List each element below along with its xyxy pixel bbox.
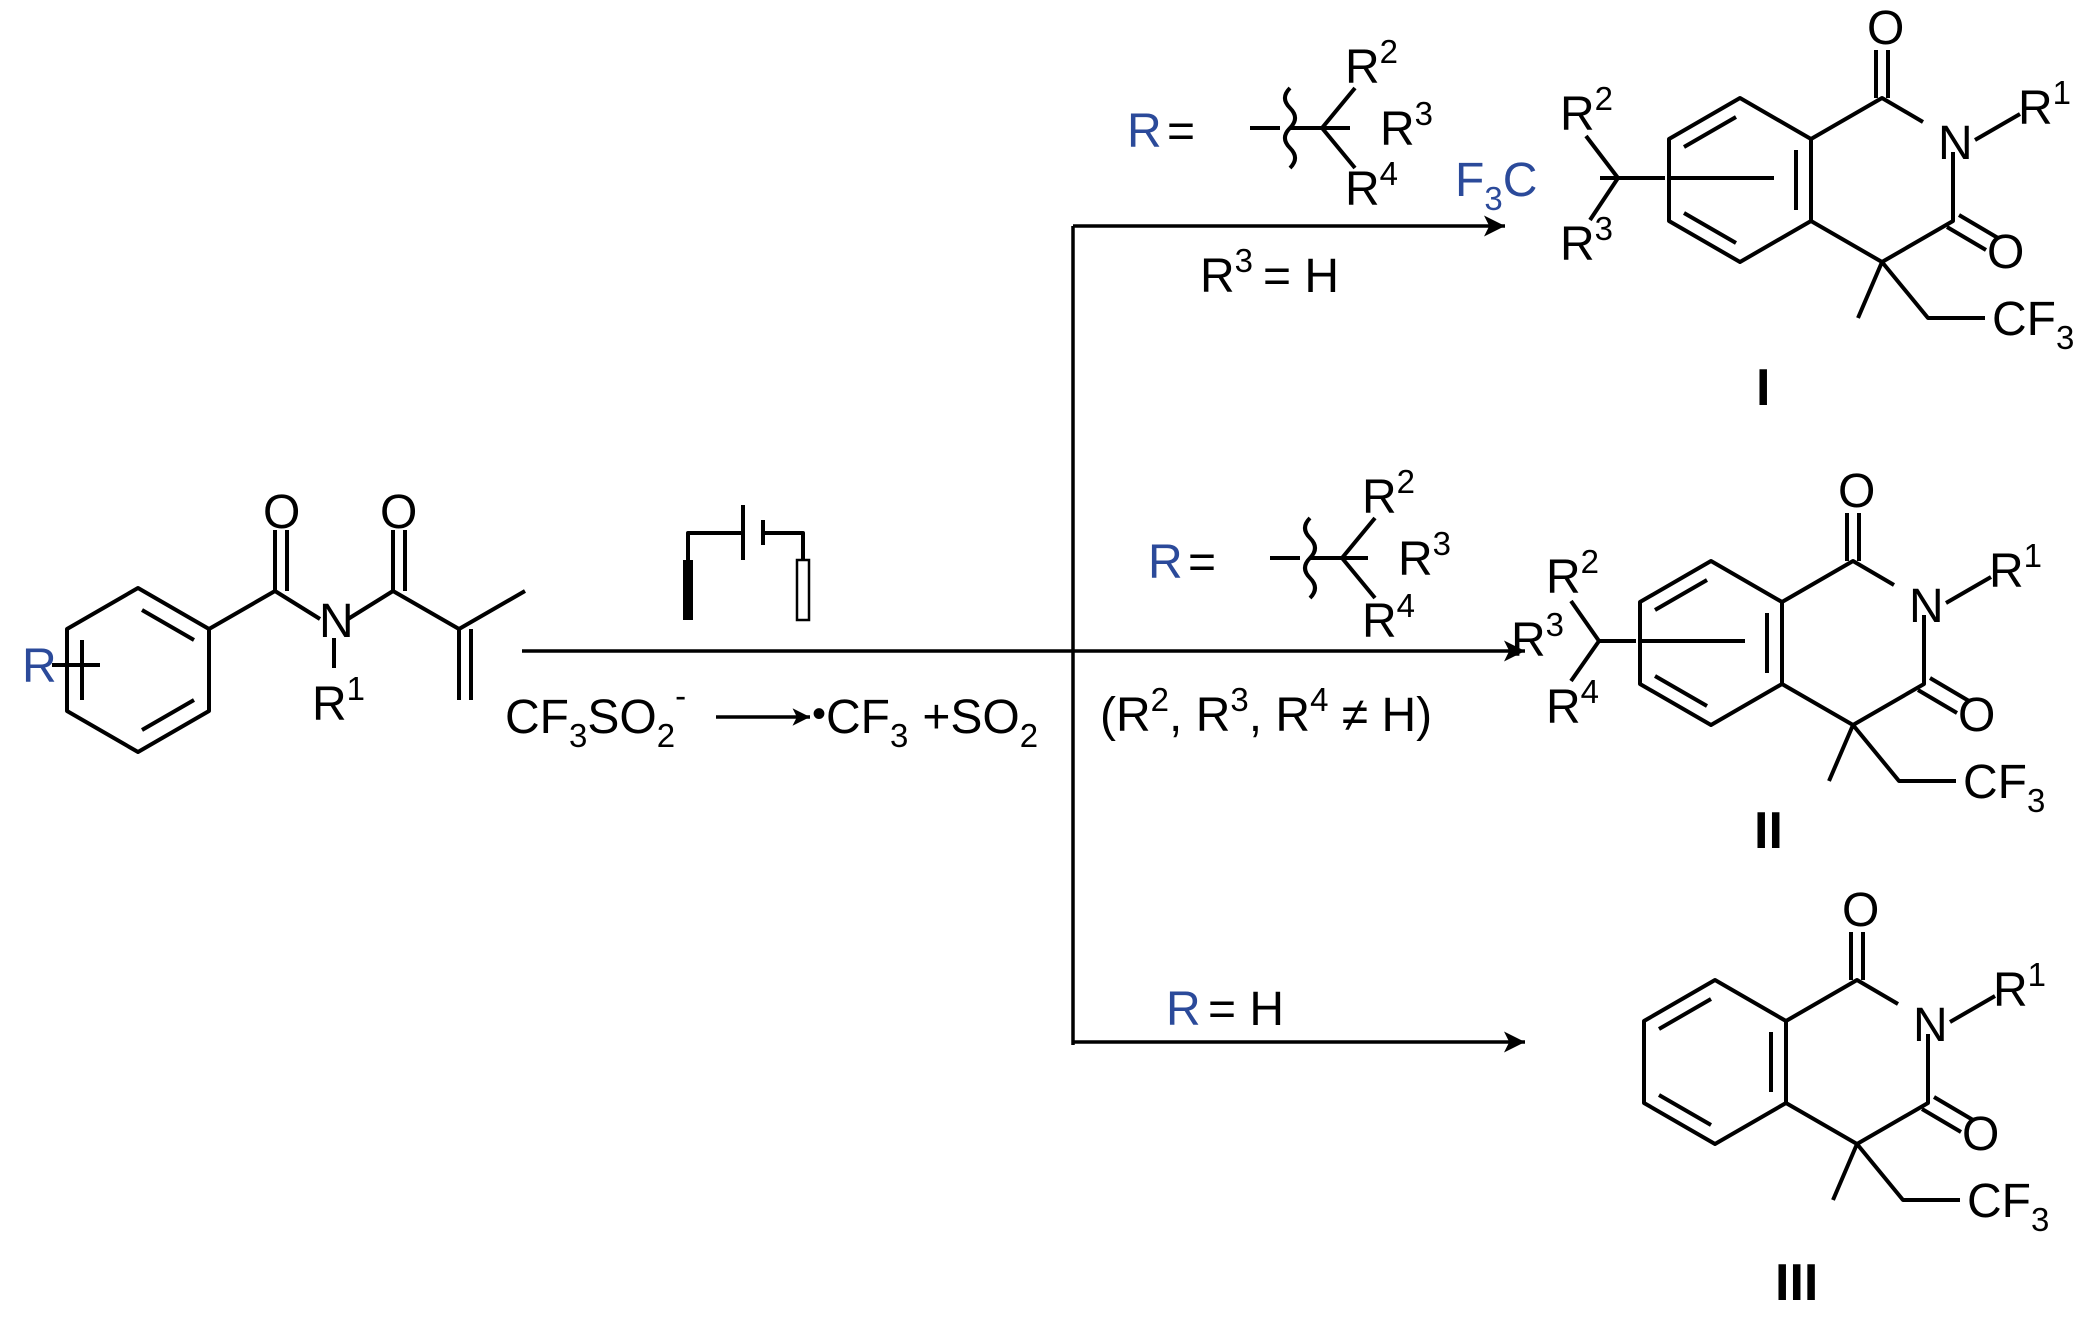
branch-2-r: R [1148,536,1183,589]
branch-1-r3: R3 [1380,95,1433,156]
sm-oxygen-2: O [380,486,417,539]
branch-1-r: R [1127,105,1162,158]
branch-3-equals: = H [1208,983,1284,1036]
branch-1-r4: R4 [1345,155,1398,216]
reaction-arrows [522,215,1525,1053]
product-2-quaternary [1827,723,1956,783]
branch-1-substituent: R = R2 R3 R4 R3= H [1127,33,1433,303]
product-1-o-side: O [1987,226,2024,279]
product-1-r3: R3 [1560,210,1613,271]
branch-1-equals: = [1167,105,1195,158]
branch-2-attachment [1270,516,1377,600]
sm-ring-substituent: R [22,640,57,693]
product-2-substituent-bond [1569,599,1745,683]
product-1-nitrogen: N [1938,117,1973,170]
product-1-f3c: F3C [1455,154,1537,217]
product-3-nitrogen: N [1913,999,1948,1052]
branch-1-attachment [1250,86,1357,170]
product-3-n-substituent: R1 [1993,956,2046,1017]
product-2-o-top: O [1838,465,1875,518]
product-3-carbonyl-top [1849,932,1865,980]
triflinate-precursor: CF3SO2- [505,677,686,754]
anode-electrode [683,560,693,620]
product-3-cf3: CF3 [1967,1175,2049,1238]
product-3-carbonyl-side [1920,1095,1975,1134]
cathode-electrode [795,558,811,622]
product-3-label: III [1775,1254,1818,1312]
product-1-carbonyl-side [1945,213,2000,252]
product-1-lactam-ring [1809,96,1955,264]
product-1: O O N R1 CF3 F3C R2 R3 [1455,2,2074,356]
product-1-n-substituent: R1 [2018,74,2071,135]
product-3-o-side: O [1962,1108,1999,1161]
branch-2-condition: (R2, R3, R4 ≠ H) [1100,681,1432,742]
product-2-lactam-ring [1780,559,1926,727]
branch-3-r: R [1166,983,1201,1036]
sm-backbone-bonds [208,530,526,700]
electrolysis-conditions: I CF3SO2- •CF3+SO2 [505,505,1038,754]
product-3-quaternary [1831,1142,1960,1202]
electrolysis-circuit [686,505,805,560]
product-1-ring-double-bonds [1683,115,1798,245]
product-1-n-r1-bond [1973,112,2022,142]
product-2-carbonyl-top [1845,513,1861,561]
product-2-nitrogen: N [1909,580,1944,633]
product-2-r4: R4 [1546,673,1599,734]
product-3-n-r1-bond [1948,994,1997,1024]
branch-3-condition: R = H [1166,983,1284,1036]
branch-2-equals: = [1188,536,1216,589]
product-2-r2: R2 [1546,543,1599,604]
branch-2-substituent: R = R2 R3 R4 (R2, R3, R4 ≠ H) [1100,463,1451,742]
branch-1-condition: R3= H [1200,242,1339,303]
product-2: O O N R1 CF3 R2 R3 R4 [1511,465,2045,819]
product-2-carbonyl-side [1916,676,1971,715]
radical-products: •CF3+SO2 [812,691,1038,754]
product-1-cf3: CF3 [1992,293,2074,356]
sm-n-substituent: R1 [312,670,365,731]
sm-double-bonds [285,530,473,700]
product-2-r3: R3 [1511,606,1564,667]
product-1-substituent-bond [1584,134,1774,222]
product-1-r2: R2 [1560,80,1613,141]
branch-1-r2: R2 [1345,33,1398,94]
branch-2-r3: R3 [1398,525,1451,586]
product-2-ring-double-bonds [1654,578,1769,708]
product-2-o-side: O [1958,689,1995,742]
product-2-n-r1-bond [1944,575,1993,605]
branch-2-r4: R4 [1362,587,1415,648]
branch-2-r2: R2 [1362,463,1415,524]
starting-material: R N O O R1 [22,486,526,754]
product-1-carbonyl-top [1874,50,1890,98]
product-2-n-substituent: R1 [1989,537,2042,598]
product-3-lactam-ring [1784,978,1930,1146]
sm-benzene-ring [65,586,211,754]
product-2-cf3: CF3 [1963,756,2045,819]
product-3-ring-double-bonds [1658,997,1773,1127]
product-3: O O N R1 CF3 [1642,884,2049,1238]
product-1-o-top: O [1867,2,1904,55]
product-1-quaternary [1856,260,1985,320]
product-1-label: I [1756,359,1770,417]
sm-oxygen-1: O [263,486,300,539]
sm-amide-nitrogen: N [319,595,354,648]
sm-ring-double-bonds [80,608,195,732]
product-2-label: II [1754,802,1783,860]
product-3-benzene-ring [1642,978,1788,1146]
product-3-o-top: O [1842,884,1879,937]
